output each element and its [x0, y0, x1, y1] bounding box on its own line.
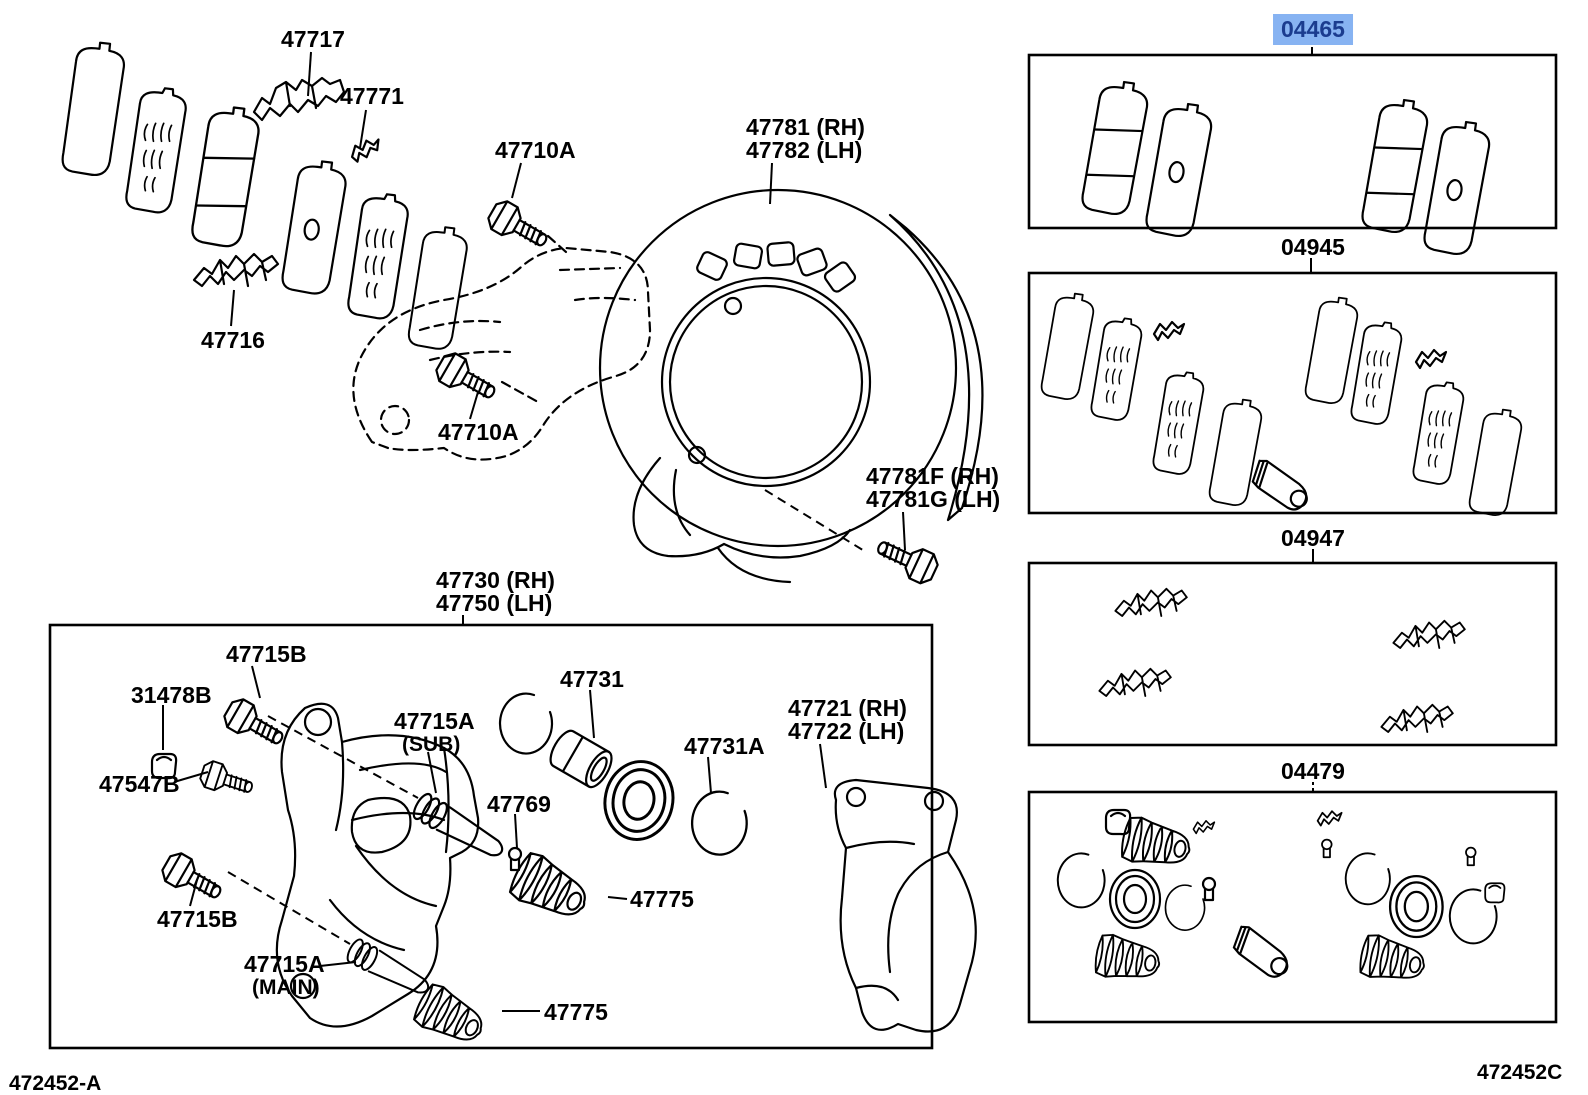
kit-label-04947[interactable]: 04947 — [1281, 526, 1345, 550]
part-label-47715B-upper[interactable]: 47715B — [226, 643, 307, 666]
part-number-text: 47715B — [226, 641, 307, 667]
cylinder-ring-drawing — [498, 692, 554, 755]
kit-label-04945[interactable]: 04945 — [1281, 235, 1345, 259]
part-label-47715A-sub[interactable]: 47715A (SUB) — [394, 708, 475, 757]
mounting-bolt-47710A-upper-drawing — [483, 196, 555, 257]
part-number-text: 47775 — [630, 886, 694, 912]
part-label-47716[interactable]: 47716 — [201, 329, 265, 352]
kit-box-04465 — [1027, 53, 1558, 230]
part-label-47775-middle[interactable]: 47775 — [630, 888, 694, 911]
part-number-text: 47731 — [560, 666, 624, 692]
part-number-text: 47710A — [438, 419, 519, 445]
caliper-bracket-47721-drawing — [833, 778, 977, 1033]
kit-box-04947 — [1027, 561, 1558, 747]
dust-shield-47781-drawing — [598, 188, 984, 584]
part-number-text: 47716 — [201, 327, 265, 353]
piston-47731-drawing — [544, 725, 618, 793]
part-number-text: (MAIN) — [252, 976, 320, 999]
kit-box-04945 — [1027, 271, 1558, 515]
part-number-text: 47781F (RH) — [866, 463, 999, 489]
kit-04945-shims-drawing — [1039, 289, 1525, 519]
kit-number-text: 04947 — [1281, 525, 1345, 551]
part-label-47769[interactable]: 47769 — [487, 793, 551, 816]
part-number-text: 47715B — [157, 906, 238, 932]
part-label-47730-47750[interactable]: 47730 (RH) 47750 (LH) — [436, 569, 555, 615]
part-number-text: 47730 (RH) — [436, 567, 555, 593]
pad-support-plate-47716-drawing — [192, 252, 280, 288]
part-number-text: 47710A — [495, 137, 576, 163]
part-label-47547B[interactable]: 47547B — [99, 773, 180, 796]
part-label-31478B[interactable]: 31478B — [131, 684, 212, 707]
part-number-text: 47781 (RH) — [746, 114, 865, 140]
part-number-text: 47715A — [244, 951, 325, 977]
mounting-bolt-47710A-lower-drawing — [431, 348, 503, 409]
kit-box-04479 — [1027, 790, 1558, 1024]
part-number-text: 47750 (LH) — [436, 590, 553, 616]
kit-number-text: 04465 — [1281, 16, 1345, 42]
part-label-47710A-upper[interactable]: 47710A — [495, 139, 576, 162]
pad-wear-indicator-47771-drawing — [347, 136, 384, 164]
kit-number-text: 04479 — [1281, 758, 1345, 784]
piston-seal-47731A-drawing — [690, 790, 748, 856]
part-number-text: 47782 (LH) — [746, 137, 863, 163]
part-label-47781F-47781G[interactable]: 47781F (RH) 47781G (LH) — [866, 465, 1000, 511]
part-number-text: 47715A — [394, 708, 475, 734]
caliper-body-47730-drawing — [275, 702, 480, 1028]
shield-bolt-47781F-drawing — [871, 530, 943, 588]
anti-squeal-clip-47717-drawing — [252, 76, 346, 122]
part-label-47715A-main[interactable]: 47715A (MAIN) — [244, 951, 325, 1000]
part-number-text: 47547B — [99, 771, 180, 797]
caliper-assembly-box — [48, 623, 934, 1050]
part-number-text: 47721 (RH) — [788, 695, 907, 721]
part-number-text: 47769 — [487, 791, 551, 817]
part-label-47731A[interactable]: 47731A — [684, 735, 765, 758]
kit-04465-pads-drawing — [1081, 79, 1492, 257]
figure-code-right: 472452C — [1477, 1061, 1563, 1084]
part-label-47721-47722[interactable]: 47721 (RH) 47722 (LH) — [788, 697, 907, 743]
kit-04479-seal-kit-drawing — [1056, 808, 1506, 989]
part-label-47710A-lower[interactable]: 47710A — [438, 421, 519, 444]
part-label-47715B-lower[interactable]: 47715B — [157, 908, 238, 931]
part-number-text: 47771 — [340, 83, 404, 109]
figure-code-left: 472452-A — [9, 1072, 102, 1095]
part-number-text: 47717 — [281, 26, 345, 52]
part-label-47771[interactable]: 47771 — [340, 85, 404, 108]
association-dashed-lines — [227, 489, 867, 945]
part-number-text: 47775 — [544, 999, 608, 1025]
brake-pad-stack-drawing — [60, 39, 471, 352]
kit-04947-clips-drawing — [1098, 587, 1466, 733]
part-number-text: 31478B — [131, 682, 212, 708]
part-number-text: 47722 (LH) — [788, 718, 905, 744]
kit-label-04465[interactable]: 04465 — [1273, 14, 1353, 45]
part-label-47731[interactable]: 47731 — [560, 668, 624, 691]
leader-lines — [162, 47, 1314, 1012]
caliper-mounting-ghost-drawing — [352, 234, 652, 461]
bleeder-plug-47547B-drawing — [197, 758, 257, 802]
caliper-pin-bolt-47715B-upper-drawing — [219, 694, 291, 755]
part-label-47781-47782[interactable]: 47781 (RH) 47782 (LH) — [746, 116, 865, 162]
part-label-47717[interactable]: 47717 — [281, 28, 345, 51]
part-label-47775-bottom[interactable]: 47775 — [544, 1001, 608, 1024]
kit-number-text: 04945 — [1281, 234, 1345, 260]
part-number-text: (SUB) — [402, 733, 461, 756]
part-number-text: 47731A — [684, 733, 765, 759]
kit-label-04479[interactable]: 04479 — [1281, 759, 1345, 783]
part-number-text: 47781G (LH) — [866, 486, 1001, 512]
